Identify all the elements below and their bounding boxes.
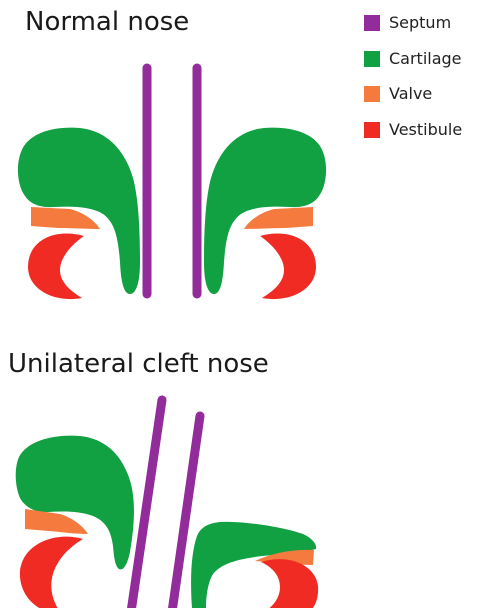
cleft-nose-illustration xyxy=(16,400,318,608)
normal-valve-right xyxy=(244,207,313,229)
cleft-vestibule-right xyxy=(261,559,318,608)
cleft-septum-left xyxy=(131,400,162,608)
normal-vestibule-left xyxy=(28,234,84,300)
cleft-vestibule-left xyxy=(20,537,83,608)
normal-valve-left xyxy=(31,207,100,229)
normal-vestibule-right xyxy=(260,234,316,300)
normal-nose-illustration xyxy=(18,68,326,299)
cleft-valve-left xyxy=(25,509,88,534)
